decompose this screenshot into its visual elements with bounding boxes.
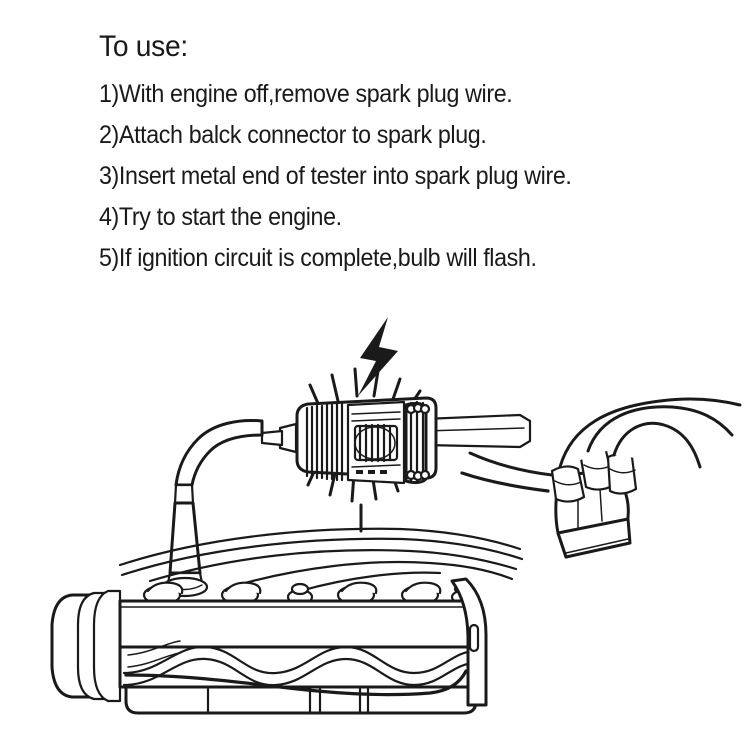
lightning-bolt-icon (358, 317, 398, 396)
tester-collar (404, 400, 431, 485)
tester-right-lead (422, 413, 532, 449)
engine-right-bracket (450, 577, 488, 707)
crank-pulley (50, 589, 122, 703)
spark-plug-tester (260, 396, 438, 485)
distributor-cap (550, 447, 638, 559)
instructions-block: To use: 1)With engine off,remove spark p… (99, 28, 719, 279)
instruction-step-4: 4)Try to start the engine. (99, 203, 342, 231)
spark-plug-wire-boot (161, 419, 264, 598)
instruction-step-1: 1)With engine off,remove spark plug wire… (99, 80, 513, 108)
tester-coil-spring (353, 423, 399, 463)
product-illustration: .ln { fill:none; stroke:#1a1a1a; stroke-… (0, 295, 750, 750)
tester-ribs (305, 402, 344, 482)
page-title: To use: (99, 30, 188, 63)
ignition-wires (460, 397, 742, 493)
front-hose (124, 669, 468, 697)
instruction-step-5: 5)If ignition circuit is complete,bulb w… (99, 244, 537, 272)
instruction-step-2: 2)Attach balck connector to spark plug. (99, 121, 487, 149)
instruction-step-3: 3)Insert metal end of tester into spark … (99, 162, 572, 190)
distributor-towers (550, 447, 638, 503)
engine-wire-bundle (118, 527, 524, 593)
